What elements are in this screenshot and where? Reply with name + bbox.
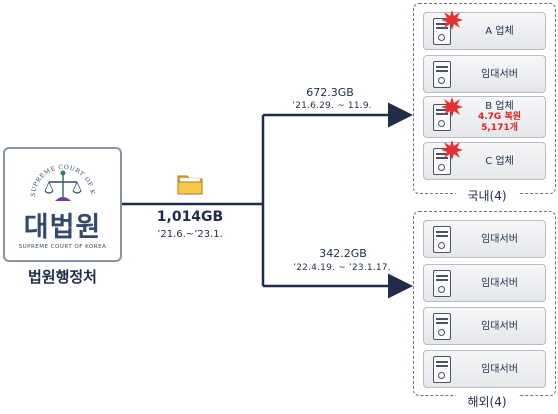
svg-text:SUPREME COURT OF KOREA: SUPREME COURT OF KOREA <box>5 149 96 197</box>
supreme-court-logo: SUPREME COURT OF KOREA 대법원 SUPREME COURT… <box>3 147 122 262</box>
breach-burst-icon <box>441 10 463 30</box>
server-icon <box>433 226 451 253</box>
recovered-count: 5,171개 <box>481 122 518 133</box>
seal-text: SUPREME COURT OF KOREA <box>5 149 95 197</box>
total-leak-size: 1,014GB <box>156 209 224 225</box>
court-name: 대법원 <box>23 212 102 243</box>
overseas-flow-period: ’22.4.19. ~ ’23.1.17. <box>293 263 391 273</box>
server-icon <box>433 356 451 383</box>
agency-label: 법원행정처 <box>27 268 97 286</box>
server-box: 임대서버 <box>423 350 546 388</box>
overseas-flow-size: 342.2GB <box>319 247 367 260</box>
court-seal-icon: SUPREME COURT OF KOREA <box>5 149 96 201</box>
server-label: 임대서버 <box>481 320 518 332</box>
server-box: A 업체 <box>423 10 546 50</box>
court-name-en: SUPREME COURT OF KOREA <box>18 244 107 250</box>
domestic-flow-period: ’21.6.29. ~ 11.9. <box>292 101 372 111</box>
server-label: 임대서버 <box>481 277 518 289</box>
breach-burst-icon <box>441 97 463 117</box>
server-icon <box>433 18 451 45</box>
domestic-group-label: 국내(4) <box>456 187 518 204</box>
server-box: 임대서버 <box>423 264 546 302</box>
server-label: 임대서버 <box>481 68 518 80</box>
domestic-flow-size: 672.3GB <box>306 86 354 99</box>
server-label: A 업체 <box>485 25 514 37</box>
server-icon <box>433 61 451 88</box>
server-box: 임대서버 <box>423 55 546 93</box>
overseas-group-label: 해외(4) <box>456 393 518 410</box>
server-box: 임대서버 <box>423 220 546 258</box>
server-label: C 업체 <box>485 155 514 167</box>
total-leak-period: ’21.6.~’23.1. <box>157 229 223 240</box>
server-label: B 업체 <box>485 100 514 112</box>
breach-burst-icon <box>441 140 463 160</box>
server-box: C 업체 <box>423 140 546 180</box>
server-label: 임대서버 <box>481 233 518 245</box>
server-box: B 업체 4.7G 복원 5,171개 <box>423 96 546 138</box>
folder-icon <box>177 175 203 195</box>
server-icon <box>433 313 451 340</box>
recovered-size: 4.7G 복원 <box>477 111 522 122</box>
server-label: 임대서버 <box>481 363 518 375</box>
server-box: 임대서버 <box>423 307 546 345</box>
server-icon <box>433 270 451 297</box>
